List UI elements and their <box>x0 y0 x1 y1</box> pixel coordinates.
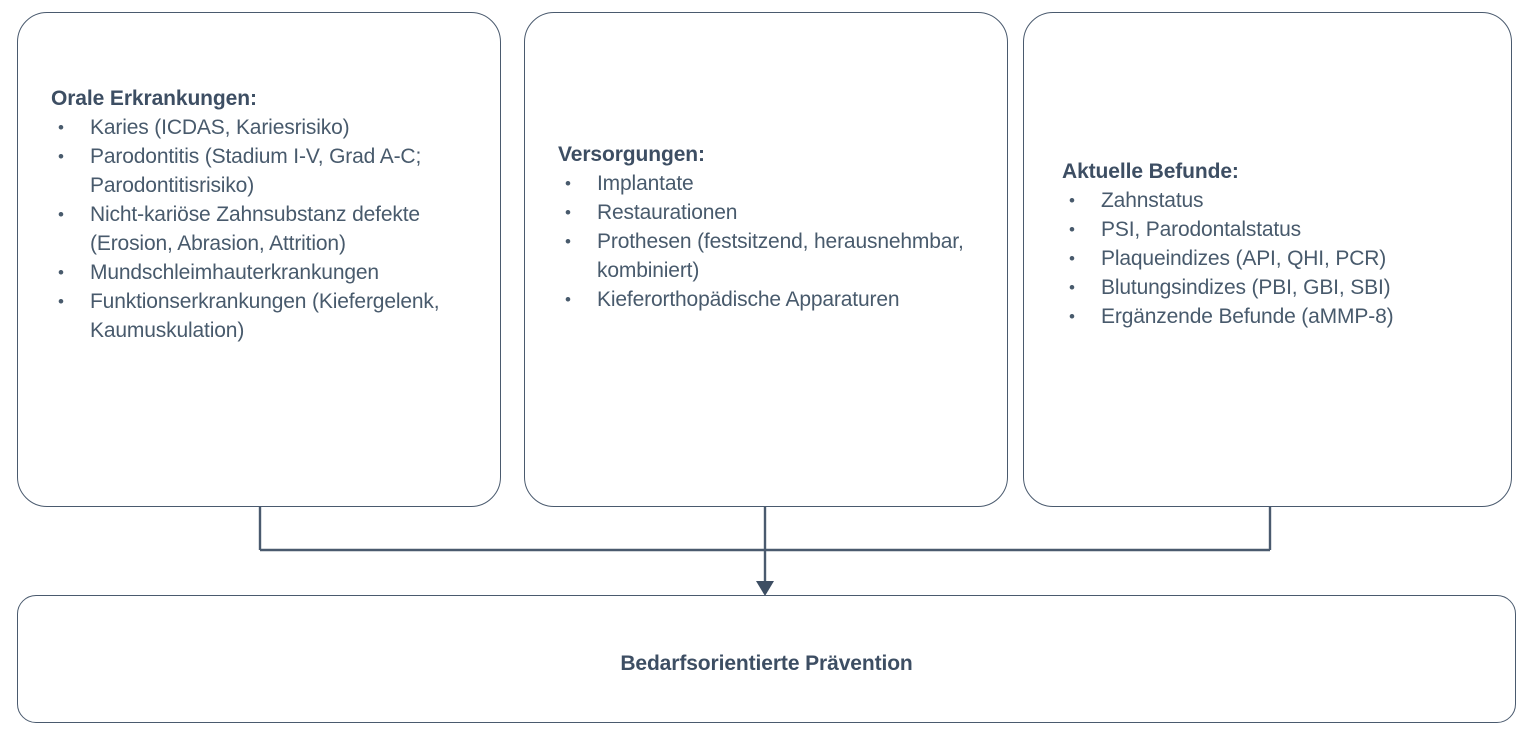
bullet-icon: • <box>58 204 64 224</box>
card-title-findings: Aktuelle Befunde: <box>1062 160 1239 183</box>
bullet-icon: • <box>58 146 64 166</box>
list-item-label: Funktionserkrankungen (Kiefergelenk, Kau… <box>90 289 440 342</box>
list-item-label: Restaurationen <box>597 200 738 224</box>
list-item: • PSI, Parodontalstatus <box>1062 216 1499 245</box>
list-item-label: Kieferorthopädische Apparaturen <box>597 287 900 311</box>
list-item-label: Karies (ICDAS, Kariesrisiko) <box>90 115 350 139</box>
list-item-label: Blutungsindizes (PBI, GBI, SBI) <box>1101 275 1391 299</box>
list-item-label: Ergänzende Befunde (aMMP-8) <box>1101 304 1394 328</box>
card-prevention-outcome: Bedarfsorientierte Prävention <box>17 595 1516 723</box>
card-body: Aktuelle Befunde: • Zahnstatus • PSI, Pa… <box>1062 158 1499 332</box>
list-item: • Kieferorthopädische Apparaturen <box>558 286 995 315</box>
list-item-label: Parodontitis (Stadium I-V, Grad A-C; Par… <box>90 144 422 197</box>
list-item: • Mundschleimhauterkrankungen <box>51 259 488 288</box>
list-item: • Restaurationen <box>558 199 995 228</box>
card-title-treatments: Versorgungen: <box>558 143 705 166</box>
bullet-icon: • <box>565 231 571 251</box>
list-item: • Zahnstatus <box>1062 187 1499 216</box>
bullet-icon: • <box>565 289 571 309</box>
card-findings: Aktuelle Befunde: • Zahnstatus • PSI, Pa… <box>1023 12 1512 507</box>
card-treatments: Versorgungen: • Implantate • Restauratio… <box>524 12 1008 507</box>
bullet-icon: • <box>1069 306 1075 326</box>
list-item-label: PSI, Parodontalstatus <box>1101 217 1301 241</box>
card-title-oral-diseases: Orale Erkrankungen: <box>51 87 257 110</box>
list-item-label: Zahnstatus <box>1101 188 1204 212</box>
list-item: • Implantate <box>558 170 995 199</box>
bullet-icon: • <box>565 202 571 222</box>
list-item: • Ergänzende Befunde (aMMP-8) <box>1062 303 1499 332</box>
list-item: • Plaqueindizes (API, QHI, PCR) <box>1062 245 1499 274</box>
bullet-icon: • <box>1069 248 1075 268</box>
card-oral-diseases: Orale Erkrankungen: • Karies (ICDAS, Kar… <box>17 12 501 507</box>
list-item: • Karies (ICDAS, Kariesrisiko) <box>51 114 488 143</box>
bullet-list-findings: • Zahnstatus • PSI, Parodontalstatus • P… <box>1062 187 1499 332</box>
bullet-list-oral-diseases: • Karies (ICDAS, Kariesrisiko) • Parodon… <box>51 114 488 346</box>
bullet-icon: • <box>1069 219 1075 239</box>
card-body: Versorgungen: • Implantate • Restauratio… <box>558 141 995 315</box>
bullet-icon: • <box>565 173 571 193</box>
list-item-label: Plaqueindizes (API, QHI, PCR) <box>1101 246 1387 270</box>
bullet-icon: • <box>58 117 64 137</box>
list-item: • Nicht-kariöse Zahnsubstanz defekte (Er… <box>51 201 488 259</box>
prevention-label: Bedarfsorientierte Prävention <box>620 652 913 675</box>
bullet-icon: • <box>58 262 64 282</box>
card-body: Orale Erkrankungen: • Karies (ICDAS, Kar… <box>51 85 488 345</box>
connector-arrowhead <box>756 581 774 596</box>
bullet-list-treatments: • Implantate • Restaurationen • Prothese… <box>558 170 995 315</box>
list-item: • Parodontitis (Stadium I-V, Grad A-C; P… <box>51 143 488 201</box>
list-item-label: Implantate <box>597 171 694 195</box>
list-item: • Prothesen (festsitzend, herausnehmbar,… <box>558 228 995 286</box>
bullet-icon: • <box>58 291 64 311</box>
list-item-label: Prothesen (festsitzend, herausnehmbar, k… <box>597 229 964 282</box>
list-item-label: Mundschleimhauterkrankungen <box>90 260 379 284</box>
list-item-label: Nicht-kariöse Zahnsubstanz defekte (Eros… <box>90 202 420 255</box>
bullet-icon: • <box>1069 190 1075 210</box>
list-item: • Blutungsindizes (PBI, GBI, SBI) <box>1062 274 1499 303</box>
bullet-icon: • <box>1069 277 1075 297</box>
list-item: • Funktionserkrankungen (Kiefergelenk, K… <box>51 288 488 346</box>
